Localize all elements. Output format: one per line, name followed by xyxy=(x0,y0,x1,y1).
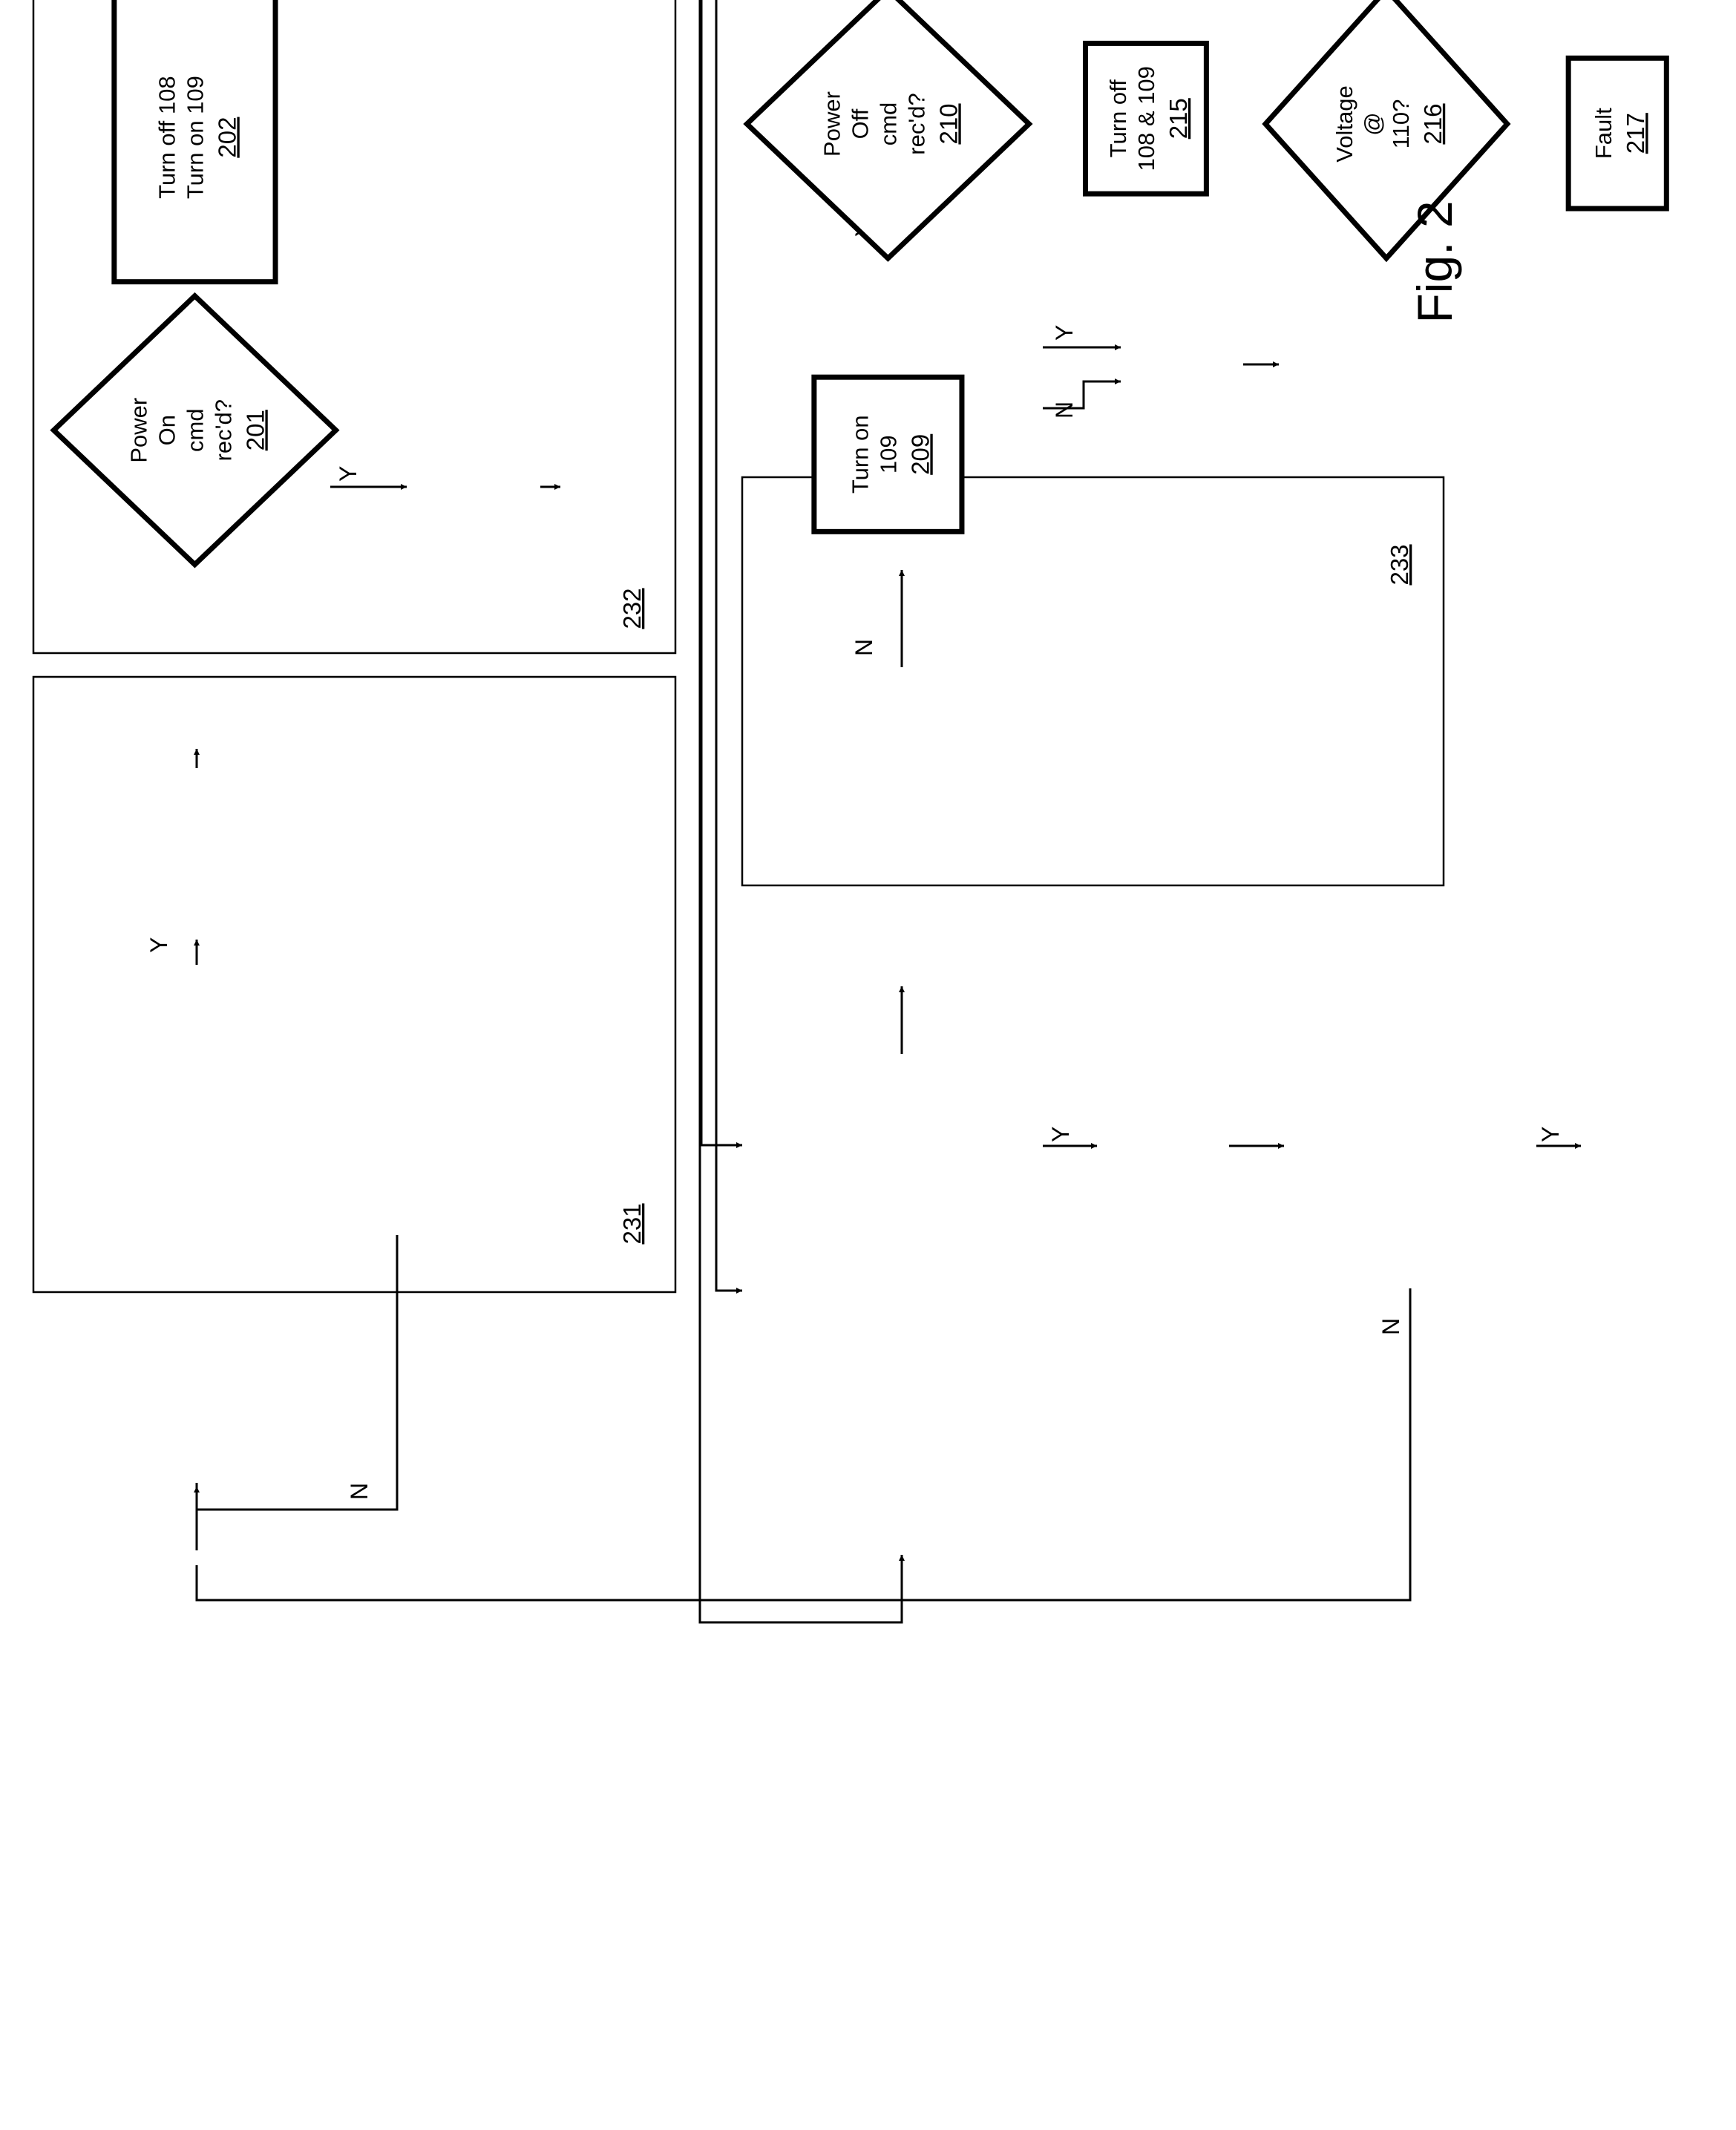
label-210-no: N xyxy=(851,639,877,656)
figure-label: Fig. 2 xyxy=(1407,200,1462,323)
node-202-text-line: Turn off 108 xyxy=(154,76,180,198)
node-216-ref: 216 xyxy=(1419,103,1447,144)
node-217: Fault217 xyxy=(1568,58,1666,209)
process-box-217 xyxy=(1568,58,1666,209)
node-215-text-line: Turn off xyxy=(1105,79,1131,157)
decision-diamond-216 xyxy=(1265,0,1507,258)
group-233-label: 233 xyxy=(1386,544,1413,585)
label-203-yes: Y xyxy=(335,466,361,482)
node-217-text-line: Fault xyxy=(1591,108,1617,159)
node-209: Turn on109209 xyxy=(814,377,962,531)
node-209-text-line: Turn on xyxy=(847,415,873,494)
node-209-text-line: 109 xyxy=(875,435,901,473)
node-210: PowerOffcmdrec'd?210 xyxy=(747,0,1029,258)
label-216-no: N xyxy=(1378,1318,1404,1335)
label-201-no: N xyxy=(346,1483,373,1500)
group-232-label: 232 xyxy=(618,588,646,629)
label-201-yes: Y xyxy=(145,937,172,953)
node-202-text-line: Turn on 109 xyxy=(182,76,208,199)
node-216: Voltage@110?216 xyxy=(1265,0,1507,258)
node-201-ref: 201 xyxy=(241,410,269,450)
group-231-frame xyxy=(33,677,675,1292)
label-212-yes: Y xyxy=(1051,325,1078,341)
node-210-ref: 210 xyxy=(934,103,962,144)
node-215: Turn off108 & 109215 xyxy=(1085,43,1206,194)
node-215-text-line: 108 & 109 xyxy=(1133,66,1159,171)
label-216-yes: Y xyxy=(1537,1127,1564,1142)
node-210-text-line: cmd xyxy=(875,102,901,146)
node-209-ref: 209 xyxy=(906,434,934,475)
label-211-no: N xyxy=(1051,402,1078,419)
node-215-ref: 215 xyxy=(1165,98,1192,139)
node-201: PowerOncmdrec'd?201 xyxy=(53,296,335,565)
edge-201-no xyxy=(197,1235,397,1510)
node-210-text-line: Power xyxy=(819,91,845,157)
group-231-label: 231 xyxy=(618,1203,646,1244)
node-216-text-line: Voltage xyxy=(1332,85,1357,162)
node-210-text-line: rec'd? xyxy=(903,93,929,154)
node-202: Turn off 108Turn on 109202 xyxy=(114,0,275,282)
node-216-text-line: 110? xyxy=(1388,99,1414,149)
edge-216-no xyxy=(197,1288,1410,1600)
node-216-text-line: @ xyxy=(1360,112,1386,135)
edge-206-no xyxy=(197,0,742,1145)
node-201-text-line: On xyxy=(154,415,180,445)
label-210-yes: Y xyxy=(1047,1127,1074,1142)
node-201-text-line: rec'd? xyxy=(210,399,236,461)
node-201-text-line: cmd xyxy=(182,408,208,452)
node-201-text-line: Power xyxy=(125,398,151,463)
node-217-ref: 217 xyxy=(1622,113,1649,154)
node-210-text-line: Off xyxy=(847,108,873,139)
node-202-ref: 202 xyxy=(213,117,240,158)
group-233-frame xyxy=(742,477,1444,885)
